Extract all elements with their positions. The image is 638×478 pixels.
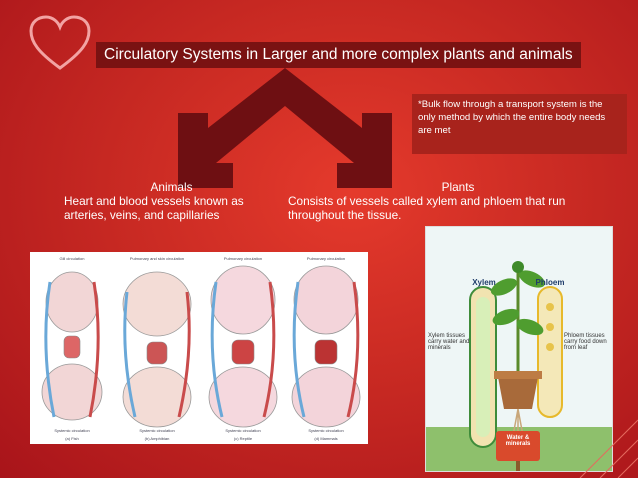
reptile-top-label: Pulmonary circulation xyxy=(224,256,262,261)
animals-column: Animals Heart and blood vessels known as… xyxy=(64,180,279,222)
split-arrow-icon xyxy=(178,68,392,188)
amphibian-bottom-label: Systemic circulation xyxy=(139,428,174,433)
xylem-caption: Xylem tissues carry water and minerals xyxy=(428,333,470,351)
fish-diagram xyxy=(41,271,103,421)
plants-column: Plants Consists of vessels called xylem … xyxy=(288,180,588,222)
animals-heading: Animals xyxy=(150,180,193,194)
amphibian-caption: (b) Amphibian xyxy=(145,436,170,441)
heart-icon xyxy=(29,15,91,70)
plants-heading: Plants xyxy=(441,180,475,194)
slide-title: Circulatory Systems in Larger and more c… xyxy=(96,42,581,68)
phloem-title: Phloem xyxy=(536,278,565,287)
reptile-caption: (c) Reptile xyxy=(234,436,253,441)
note-box: *Bulk flow through a transport system is… xyxy=(412,94,627,154)
mammal-bottom-label: Systemic circulation xyxy=(308,428,343,433)
phloem-caption: Phloem tissues carry food down from leaf xyxy=(564,333,607,351)
water-minerals-label: Water & minerals xyxy=(505,435,531,447)
amphibian-top-label: Pulmonary and skin circulation xyxy=(130,256,184,261)
plants-text: Consists of vessels called xylem and phl… xyxy=(288,194,566,222)
reptile-bottom-label: Systemic circulation xyxy=(225,428,260,433)
fish-bottom-label: Systemic circulation xyxy=(54,428,89,433)
xylem-title: Xylem xyxy=(472,278,496,287)
mammal-caption: (d) Mammals xyxy=(314,436,337,441)
fish-top-label: Gill circulation xyxy=(60,256,85,261)
animal-circulation-diagram: Gill circulation Pulmonary and skin circ… xyxy=(30,252,368,444)
animals-text: Heart and blood vessels known as arterie… xyxy=(64,194,244,222)
corner-lines-decoration xyxy=(579,419,638,478)
mammal-diagram xyxy=(291,265,361,428)
plant-vascular-diagram: Xylem Phloem Xylem tissues carry water a… xyxy=(425,226,613,472)
reptile-diagram xyxy=(208,265,278,428)
plant-illustration: Xylem Phloem xyxy=(426,227,612,471)
mammal-top-label: Pulmonary circulation xyxy=(307,256,345,261)
amphibian-diagram xyxy=(122,271,192,428)
heart-diagrams-illustration: Gill circulation Pulmonary and skin circ… xyxy=(41,256,361,441)
fish-caption: (a) Fish xyxy=(65,436,79,441)
